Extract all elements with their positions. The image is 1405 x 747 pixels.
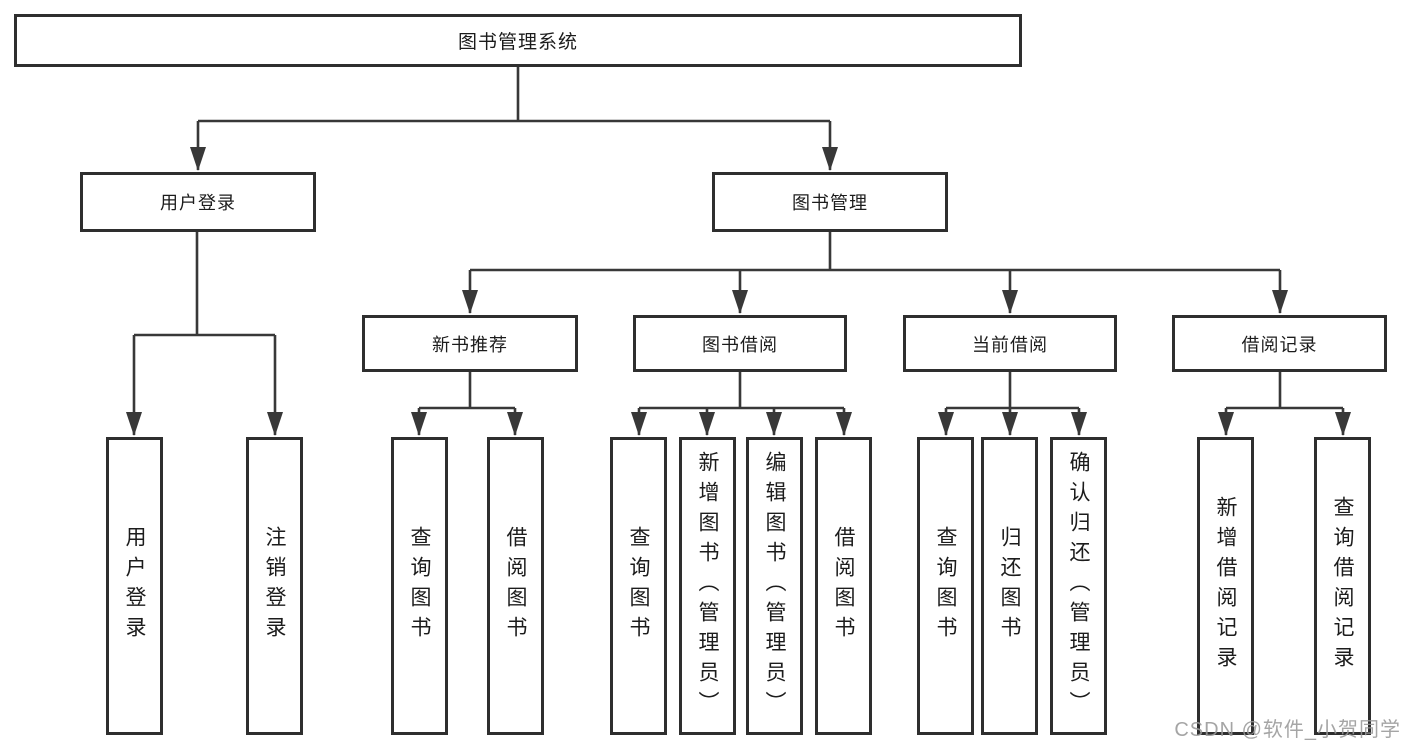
leaf-edit-books-admin-label: 编辑图书（管理员） [763, 451, 786, 721]
node-book-borrow-label: 图书借阅 [702, 334, 778, 355]
node-user-login-label: 用户登录 [160, 193, 236, 213]
leaf-borrow-books: 借阅图书 [815, 437, 872, 735]
node-root-label: 图书管理系统 [457, 32, 578, 53]
connector-root-to-branches [190, 67, 838, 171]
leaf-edit-books-admin: 编辑图书（管理员） [746, 437, 803, 735]
leaf-confirm-return-admin-label: 确认归还（管理员） [1067, 451, 1090, 721]
node-borrow-records-label: 借阅记录 [1241, 334, 1318, 355]
leaf-query-books-current-label: 查询图书 [934, 526, 957, 646]
node-borrow-records: 借阅记录 [1172, 315, 1387, 372]
leaf-query-borrow-record: 查询借阅记录 [1314, 437, 1371, 735]
node-new-book-recommend: 新书推荐 [362, 315, 578, 372]
node-current-borrow: 当前借阅 [903, 315, 1117, 372]
leaf-user-login: 用户登录 [106, 437, 163, 735]
leaf-logout-label: 注销登录 [263, 526, 286, 646]
node-book-management-label: 图书管理 [792, 193, 868, 213]
leaf-return-books: 归还图书 [981, 437, 1038, 735]
leaf-query-books-borrow-label: 查询图书 [627, 526, 650, 646]
leaf-confirm-return-admin: 确认归还（管理员） [1050, 437, 1107, 735]
connector-user-branch-to-leaves [126, 232, 283, 436]
connector-book-borrow-to-leaves [631, 372, 852, 436]
connector-book-branch-to-sections [462, 232, 1288, 314]
leaf-logout: 注销登录 [246, 437, 303, 735]
leaf-borrow-books-recommend-label: 借阅图书 [504, 526, 527, 646]
leaf-add-borrow-record-label: 新增借阅记录 [1214, 496, 1237, 676]
connector-new-book-to-leaves [411, 372, 523, 436]
leaf-query-books-current: 查询图书 [917, 437, 974, 735]
leaf-add-books-admin-label: 新增图书（管理员） [696, 451, 719, 721]
leaf-add-books-admin: 新增图书（管理员） [679, 437, 736, 735]
node-book-management-branch: 图书管理 [712, 172, 948, 232]
leaf-query-books-borrow: 查询图书 [610, 437, 667, 735]
leaf-query-borrow-record-label: 查询借阅记录 [1331, 496, 1354, 676]
connector-borrow-records-to-leaves [1218, 372, 1351, 436]
node-current-borrow-label: 当前借阅 [972, 334, 1048, 355]
node-book-borrow: 图书借阅 [633, 315, 847, 372]
leaf-borrow-books-label: 借阅图书 [832, 526, 855, 646]
node-root-system: 图书管理系统 [14, 14, 1022, 67]
leaf-query-books-recommend: 查询图书 [391, 437, 448, 735]
leaf-borrow-books-recommend: 借阅图书 [487, 437, 544, 735]
leaf-add-borrow-record: 新增借阅记录 [1197, 437, 1254, 735]
node-user-login-branch: 用户登录 [80, 172, 316, 232]
leaf-user-login-label: 用户登录 [123, 526, 146, 646]
connector-current-borrow-to-leaves [938, 372, 1087, 436]
leaf-query-books-recommend-label: 查询图书 [408, 526, 431, 646]
csdn-watermark: CSDN @软件_小贺同学 [1174, 719, 1401, 741]
leaf-return-books-label: 归还图书 [998, 526, 1021, 646]
node-new-book-recommend-label: 新书推荐 [432, 334, 508, 355]
